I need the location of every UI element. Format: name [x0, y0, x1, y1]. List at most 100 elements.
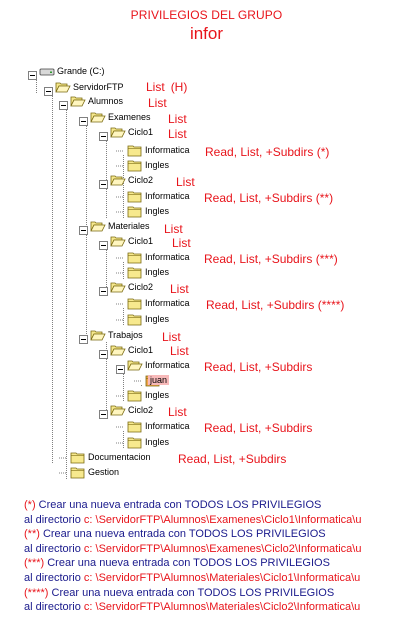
folder-open-icon: [110, 126, 126, 144]
folder-icon: [127, 190, 143, 208]
collapse-toggle-icon[interactable]: [79, 331, 88, 349]
tree-node-label: Alumnos: [88, 96, 124, 106]
footnote-path: c: \ServidorFTP\Alumnos\Materiales\Ciclo…: [83, 601, 361, 614]
permission-text: List: [170, 344, 189, 358]
tree-node-label: Ingles: [145, 437, 170, 447]
permission-text: List: [176, 175, 195, 189]
permission-extra: (H): [170, 80, 188, 94]
footnote-text: Crear una nueva entrada con TODOS LOS PR…: [39, 528, 326, 541]
folder-open-icon: [110, 235, 126, 253]
folder-icon: [127, 436, 143, 454]
permission-text: List: [164, 222, 183, 236]
collapse-toggle-icon[interactable]: [99, 176, 108, 194]
tree-node-label: Informatica: [145, 360, 190, 370]
footnote-prefix: al directorio: [24, 513, 84, 526]
permission-annotation: List: [162, 330, 181, 344]
permission-text: Read, List, +Subdirs: [178, 452, 287, 466]
permission-text: List: [146, 80, 165, 94]
collapse-toggle-icon[interactable]: [79, 113, 88, 131]
tree-node-label: Informatica: [145, 298, 190, 308]
permission-annotation: Read, List, +Subdirs (**): [204, 191, 333, 205]
folder-open-icon: [55, 81, 71, 99]
folder-open-icon: [90, 329, 106, 347]
tree-node-label: Ciclo1: [128, 345, 154, 355]
folder-open-icon: [110, 174, 126, 192]
footnote-path-line: al directorio c: \ServidorFTP\Alumnos\Ma…: [24, 600, 410, 615]
permission-text: Read, List, +Subdirs (**): [204, 191, 334, 205]
permission-text: List: [168, 127, 187, 141]
tree-node-label: Ciclo1: [128, 236, 154, 246]
permission-annotation: List: [170, 282, 189, 296]
folder-icon: [127, 297, 143, 315]
permission-text: Read, List, +Subdirs: [204, 421, 313, 435]
tree-node-label: Ingles: [145, 160, 170, 170]
collapse-toggle-icon[interactable]: [99, 237, 108, 255]
tree-connector-lines: [28, 71, 142, 479]
permission-text: Read, List, +Subdirs (****): [206, 298, 345, 312]
permission-annotation: Read, List, +Subdirs: [178, 452, 286, 466]
tree-node-label: Ciclo2: [128, 405, 154, 415]
footnote-marker: (***): [24, 557, 45, 570]
folder-icon: [127, 266, 143, 284]
drive-icon: [39, 65, 55, 83]
permission-annotation: Read, List, +Subdirs (***): [204, 252, 338, 266]
tree-node-label: Ciclo2: [128, 282, 154, 292]
collapse-toggle-icon[interactable]: [28, 67, 37, 85]
footnote-heading: (****) Crear una nueva entrada con TODOS…: [24, 586, 410, 601]
permission-annotation: List: [168, 405, 187, 419]
footnote-path-line: al directorio c: \ServidorFTP\Alumnos\Ex…: [24, 542, 410, 557]
collapse-toggle-icon[interactable]: [99, 346, 108, 364]
permission-annotation: List: [176, 175, 195, 189]
footnote-prefix: al directorio: [24, 601, 84, 614]
permission-annotation: List: [172, 236, 191, 250]
folder-open-icon: [70, 95, 86, 113]
folder-icon: [70, 466, 86, 484]
footnote-path: c: \ServidorFTP\Alumnos\Materiales\Ciclo…: [83, 571, 361, 584]
tree-node-label: Ciclo1: [128, 127, 154, 137]
footnote-path: c: \ServidorFTP\Alumnos\Examenes\Ciclo1\…: [83, 513, 362, 526]
collapse-toggle-icon[interactable]: [116, 361, 125, 379]
tree-node-label: Informatica: [145, 145, 190, 155]
folder-open-icon: [110, 404, 126, 422]
collapse-toggle-icon[interactable]: [59, 97, 68, 115]
tree-node-label: Informatica: [145, 191, 190, 201]
folder-open-icon: [90, 111, 106, 129]
folder-open-icon: [127, 359, 143, 377]
folder-icon: [70, 451, 86, 469]
folder-icon: [127, 313, 143, 331]
permission-annotation: List (H): [146, 80, 187, 94]
tree-node-label: Ingles: [145, 267, 170, 277]
footnote-text: Crear una nueva entrada con TODOS LOS PR…: [44, 557, 330, 570]
footnote-text: Crear una nueva entrada con TODOS LOS PR…: [35, 499, 322, 511]
collapse-toggle-icon[interactable]: [99, 283, 108, 301]
footnote-path: c: \ServidorFTP\Alumnos\Examenes\Ciclo2\…: [83, 542, 362, 555]
tree-node-label: Gestion: [88, 467, 120, 477]
footnote-text: Crear una nueva entrada con TODOS LOS PR…: [48, 586, 335, 599]
tree-node-label: Ingles: [145, 206, 170, 216]
folder-icon: [127, 389, 143, 407]
permission-annotation: List: [148, 96, 167, 110]
collapse-toggle-icon[interactable]: [79, 222, 88, 240]
footnote-path-line: al directorio c: \ServidorFTP\Alumnos\Ex…: [24, 513, 410, 528]
folder-icon: [127, 159, 143, 177]
tree-node-label: Ciclo2: [128, 175, 154, 185]
tree-node-label: Ingles: [145, 390, 170, 400]
permission-annotation: List: [168, 127, 187, 141]
collapse-toggle-icon[interactable]: [99, 406, 108, 424]
collapse-toggle-icon[interactable]: [44, 83, 53, 101]
tree-node-label: ServidorFTP: [73, 82, 124, 92]
permission-text: List: [168, 112, 187, 126]
collapse-toggle-icon[interactable]: [99, 128, 108, 146]
permission-annotation: List: [164, 222, 183, 236]
permission-text: Read, List, +Subdirs (***): [204, 252, 338, 266]
folder-icon: [127, 205, 143, 223]
permission-annotation: List: [170, 344, 189, 358]
tree-node-label: Informatica: [145, 252, 190, 262]
folder-icon: [127, 144, 143, 162]
folder-open-icon: [110, 344, 126, 362]
permission-annotation: Read, List, +Subdirs: [204, 360, 312, 374]
footnote-path-line: al directorio c: \ServidorFTP\Alumnos\Ma…: [24, 571, 410, 586]
page-title: PRIVILEGIOS DEL GRUPO: [130, 8, 283, 22]
permission-text: List: [162, 330, 181, 344]
